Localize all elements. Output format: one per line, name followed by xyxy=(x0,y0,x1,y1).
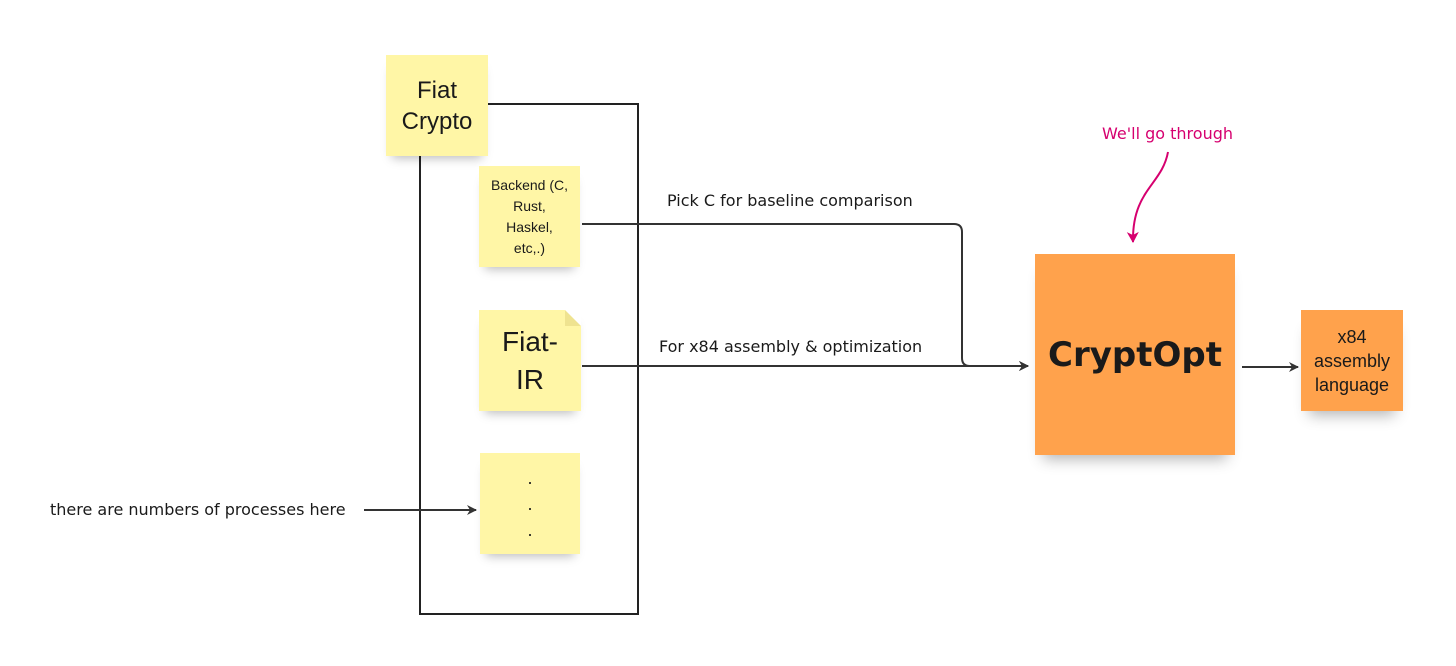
backend-line3: Haskel, xyxy=(506,218,553,235)
cryptopt-note: CryptOpt xyxy=(1035,254,1235,455)
cryptopt-label: CryptOpt xyxy=(1048,334,1222,375)
processes-annotation: there are numbers of processes here xyxy=(50,500,346,519)
fiat-crypto-frame xyxy=(419,103,639,615)
go-through-annotation: We'll go through xyxy=(1102,124,1233,143)
fiat-crypto-line1: Fiat xyxy=(416,76,457,104)
fiat-ir-line2: IR xyxy=(516,363,544,395)
x84-line2: assembly xyxy=(1313,350,1391,371)
dot-2: . xyxy=(527,493,533,514)
x84-line1: x84 xyxy=(1337,326,1367,347)
fiat-crypto-note: Fiat Crypto xyxy=(386,55,488,156)
go-through-arrow xyxy=(1126,151,1169,243)
backend-line2: Rust, xyxy=(513,197,546,214)
more-processes-note: . . . xyxy=(480,453,580,554)
dot-1: . xyxy=(527,467,533,488)
x84-output-note: x84 assembly language xyxy=(1301,310,1403,411)
x84-line3: language xyxy=(1314,374,1390,395)
assembly-annotation: For x84 assembly & optimization xyxy=(659,337,923,356)
backend-line1: Backend (C, xyxy=(490,176,569,193)
fiat-ir-note: Fiat- IR xyxy=(479,310,581,411)
fiat-crypto-line2: Crypto xyxy=(401,107,473,135)
backend-note: Backend (C, Rust, Haskel, etc,.) xyxy=(479,166,580,267)
dot-3: . xyxy=(527,519,533,540)
fiat-ir-line1: Fiat- xyxy=(502,325,558,357)
baseline-annotation: Pick C for baseline comparison xyxy=(667,191,913,210)
fiat-ir-corner-fold xyxy=(565,310,581,326)
backend-line4: etc,.) xyxy=(513,239,546,256)
